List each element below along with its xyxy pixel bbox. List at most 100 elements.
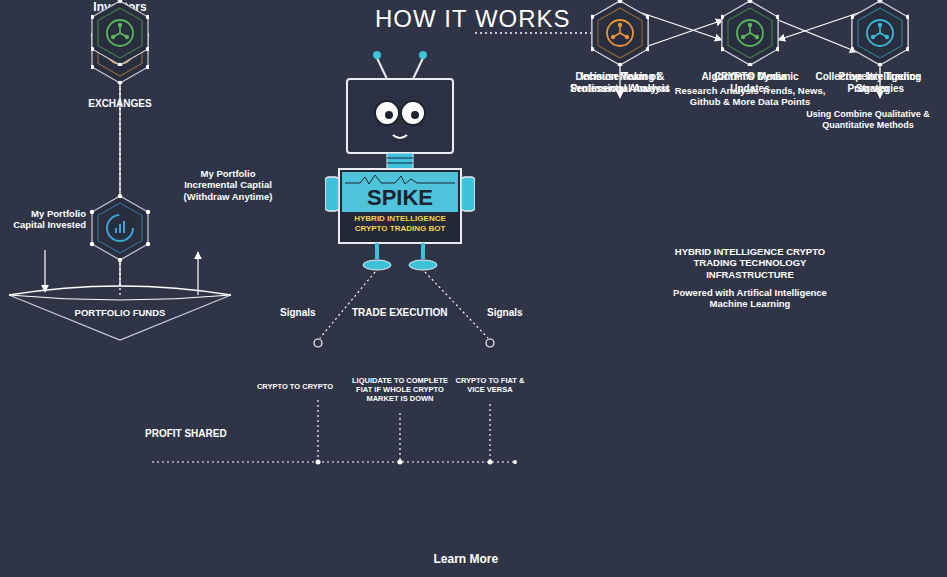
- hex-inner: [728, 8, 772, 58]
- vertex-dot: [146, 242, 150, 246]
- robot-part: [409, 260, 437, 270]
- icon-dot: [871, 35, 875, 39]
- execution-option: CRYPTO TO FIAT & VICE VERSA: [454, 376, 526, 394]
- icon-dot: [748, 23, 752, 27]
- execution-tick: [489, 404, 490, 462]
- vertex-dot: [618, 0, 622, 3]
- vertex-dot: [906, 47, 909, 51]
- node-text: Inhouse Team of Professional Analyst: [560, 71, 680, 95]
- vertex-dot: [90, 242, 94, 246]
- vertex-dot: [776, 47, 779, 51]
- icon-bar: [119, 224, 121, 233]
- robot-part: [401, 101, 425, 125]
- signal-end: [486, 339, 494, 347]
- robot-part: [387, 163, 413, 164]
- hex-outline: [92, 196, 148, 260]
- vertex-dot: [118, 63, 122, 66]
- vertex-dot: [146, 210, 150, 214]
- hex-inner: [98, 8, 142, 58]
- hex-node: Inhouse Team of Professional Analyst: [560, 0, 680, 95]
- robot-part: [387, 158, 413, 159]
- execution-tick: [399, 413, 400, 462]
- icon-dot: [755, 35, 759, 39]
- funnel-rim: [9, 286, 231, 295]
- icon-dot: [741, 35, 745, 39]
- execution-line: [152, 461, 515, 462]
- flow-label: PROFIT SHARED: [145, 428, 227, 440]
- icon-ring: [737, 20, 763, 46]
- icon-dot: [741, 35, 745, 39]
- robot-part: [419, 51, 427, 59]
- infrastructure-note: Powered with Artifical Intelligence Mach…: [665, 287, 835, 310]
- vertex-dot: [878, 0, 882, 3]
- hex-node: Collective Intelligence ProgramUsing Com…: [800, 0, 936, 131]
- robot-part: [461, 177, 475, 211]
- vertex-dot: [776, 15, 779, 19]
- node-text: CRYPTO Media: [660, 71, 840, 83]
- flow-connector: [778, 20, 857, 52]
- signal-end: [314, 339, 322, 347]
- flow-connector: [639, 12, 722, 40]
- flow-note: My Portfolio Capital Invested: [2, 208, 86, 231]
- icon-dot: [611, 35, 615, 39]
- vertex-dot: [878, 63, 882, 66]
- vertex-dot: [118, 258, 122, 262]
- icon-dot: [111, 35, 115, 39]
- icon-dot: [611, 35, 615, 39]
- icon-dot: [755, 35, 759, 39]
- execution-option: LIQUIDATE TO COMPLETE FIAT IF WHOLE CRYP…: [344, 376, 456, 403]
- hex-outline: [592, 1, 648, 65]
- link-text: Learn More: [434, 552, 499, 566]
- node-text: Collective Intelligence Program: [808, 71, 928, 95]
- vertex-dot: [646, 15, 649, 19]
- vertex-dot: [646, 47, 649, 51]
- vertex-dot: [851, 15, 854, 19]
- icon-dot: [878, 23, 882, 27]
- icon-ring: [867, 20, 893, 46]
- vertex-dot: [591, 47, 594, 51]
- robot-part: [413, 58, 423, 79]
- signal-line: [425, 272, 488, 338]
- portfolio-hex-icon: [90, 194, 150, 262]
- robot-part: [375, 101, 399, 125]
- robot-part: [339, 169, 461, 243]
- vertex-dot: [851, 47, 854, 51]
- junction-dot: [513, 460, 517, 464]
- hex-icon: [91, 0, 149, 66]
- icon-dot: [878, 23, 882, 27]
- hex-icon: [591, 0, 649, 66]
- robot-part: [342, 172, 458, 212]
- hex-outline: [92, 1, 148, 65]
- flow-connector: [778, 12, 861, 40]
- hex-node: EXCHANGES: [75, 0, 165, 110]
- hex-inner: [598, 8, 642, 58]
- node-text: Research Analysis Trends, News, Github &…: [660, 85, 840, 108]
- funnel-sides: [9, 295, 231, 340]
- robot-part: [421, 243, 425, 259]
- robot-part: [411, 111, 419, 119]
- infrastructure-note: HYBRID INTELLIGENCE CRYPTO TRADING TECHN…: [665, 246, 835, 280]
- icon-dot: [871, 35, 875, 39]
- hex-node: CRYPTO MediaResearch Analysis Trends, Ne…: [660, 0, 840, 108]
- vertex-dot: [90, 210, 94, 214]
- robot-name: SPIKE: [342, 185, 458, 210]
- vertex-dot: [748, 0, 752, 3]
- robot-part: [325, 177, 339, 211]
- robot-node: SPIKE HYBRID INTELLIGENCE CRYPTO TRADING …: [325, 45, 475, 273]
- icon-dot: [118, 23, 122, 27]
- robot-subtitle: HYBRID INTELLIGENCE CRYPTO TRADING BOT: [342, 214, 458, 234]
- node-text: Using Combine Qualitative & Quantitative…: [800, 109, 936, 131]
- junction-dot: [398, 460, 403, 465]
- icon-dot: [885, 35, 889, 39]
- vertex-dot: [91, 65, 94, 69]
- robot-part: [375, 243, 379, 259]
- robot-part: [393, 135, 407, 138]
- robot-part: [387, 153, 413, 169]
- icon-ring: [607, 20, 633, 46]
- vertex-dot: [146, 47, 149, 51]
- junction-dot: [316, 460, 321, 465]
- icon-ring: [107, 20, 133, 46]
- execution-tick: [317, 400, 318, 462]
- hex-outline: [852, 1, 908, 65]
